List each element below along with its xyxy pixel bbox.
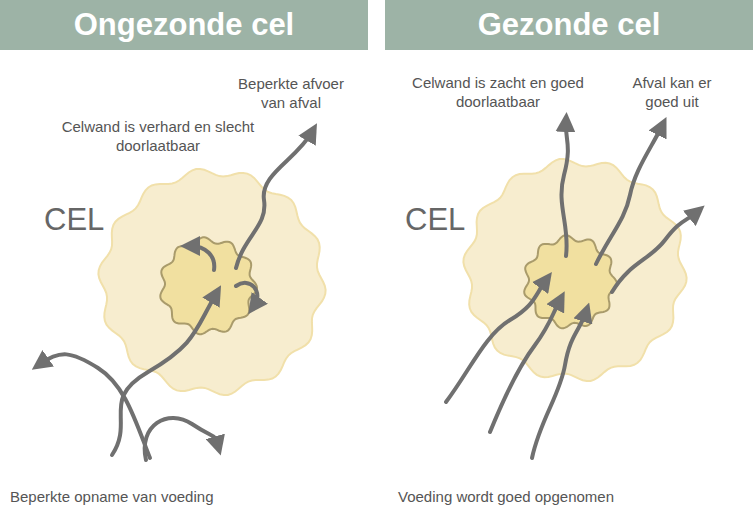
annotation: Beperkte afvoer van afval: [228, 74, 354, 112]
cell-nucleus: [524, 235, 617, 328]
cell-wall: [98, 169, 325, 395]
header-band: Ongezonde cel: [0, 0, 368, 50]
header-title: Ongezonde cel: [74, 7, 294, 43]
annotation: Afval kan er goed uit: [620, 73, 724, 111]
cell-outline: [400, 150, 700, 400]
annotation: Beperkte opname van voeding: [10, 487, 300, 506]
cell: CEL: [400, 150, 700, 400]
cell-outline: [38, 160, 338, 410]
cell-label: CEL: [405, 202, 465, 238]
cell-label: CEL: [44, 202, 104, 238]
flow-arrow: [145, 418, 218, 460]
annotation: Celwand is verhard en slecht doorlaatbaa…: [42, 117, 274, 155]
header-band: Gezonde cel: [385, 0, 753, 50]
annotation: Voeding wordt goed opgenomen: [398, 487, 698, 506]
header-title: Gezonde cel: [478, 7, 661, 43]
cell-nucleus: [160, 237, 257, 334]
annotation: Celwand is zacht en goed doorlaatbaar: [392, 73, 604, 111]
cell-wall: [463, 159, 686, 381]
flow-arrow: [40, 354, 150, 458]
cell: CEL: [38, 160, 338, 410]
